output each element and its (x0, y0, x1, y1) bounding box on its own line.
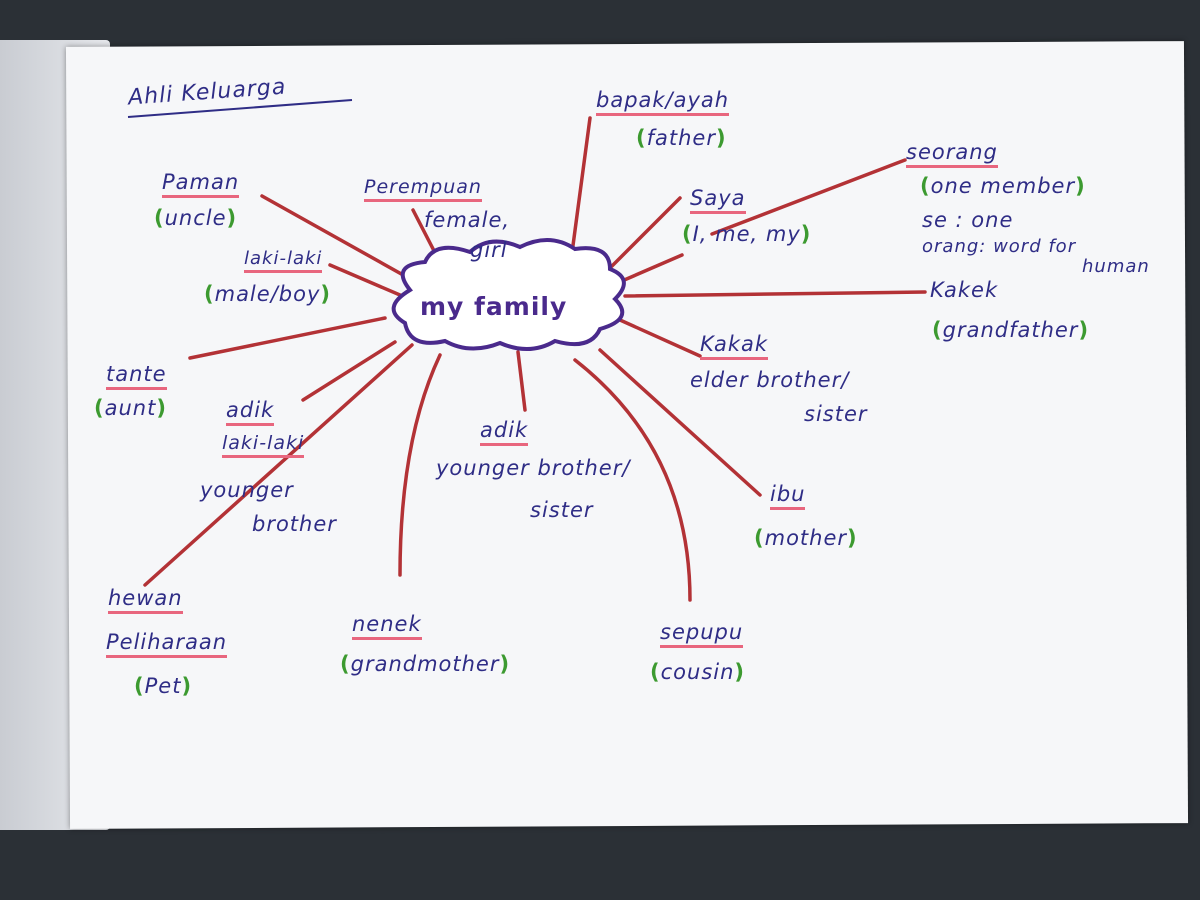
word-hewan: hewan (108, 586, 183, 614)
word-adik: adik (480, 418, 529, 446)
line-adik-laki-laki (301, 340, 397, 402)
word-tante: tante (106, 362, 167, 390)
line-nenek (398, 353, 442, 577)
line-saya-2 (613, 253, 684, 286)
title-underline (127, 99, 353, 118)
word-seorang: seorang (906, 140, 998, 168)
word-ibu: ibu (770, 482, 806, 510)
word-paman: Paman (162, 170, 240, 198)
note-human: human (1082, 256, 1150, 277)
line-tante (188, 316, 387, 360)
meaning-tante: aunt (94, 396, 167, 420)
note-orang: orang: word for (922, 236, 1077, 257)
meaning-kakak-1: elder brother/ (690, 368, 850, 392)
line-kakek (623, 290, 927, 298)
word-adik-laki-1: adik (226, 398, 275, 426)
meaning-adik-2: sister (530, 498, 594, 522)
line-adik (516, 350, 527, 412)
line-laki-laki (328, 263, 402, 297)
line-kakak (618, 318, 702, 358)
line-saya (606, 196, 682, 272)
meaning-hewan: Pet (134, 674, 192, 698)
note-se: se : one (922, 208, 1014, 232)
meaning-kakak-2: sister (804, 402, 868, 426)
word-saya: Saya (690, 186, 746, 214)
word-kakak: Kakak (700, 332, 769, 360)
meaning-adik-laki-1: younger (200, 478, 294, 502)
word-kakek: Kakek (930, 278, 999, 302)
word-bapak: bapak/ayah (596, 88, 730, 116)
word-laki-laki: laki-laki (244, 248, 323, 273)
meaning-perempuan-1: female, (424, 208, 511, 232)
meaning-ibu: mother (754, 526, 858, 550)
word-sepupu: sepupu (660, 620, 744, 648)
meaning-perempuan-2: girl (470, 238, 508, 262)
meaning-saya: I, me, my (682, 222, 811, 246)
line-bapak (568, 116, 592, 270)
meaning-paman: uncle (154, 206, 237, 230)
cloud-shape (391, 238, 626, 351)
word-peliharaan: Peliharaan (106, 630, 228, 658)
meaning-bapak: father (636, 126, 727, 150)
meaning-adik-1: younger brother/ (436, 456, 631, 480)
word-perempuan: Perempuan (364, 176, 482, 202)
meaning-sepupu: cousin (650, 660, 745, 684)
line-hewan (143, 343, 414, 587)
meaning-adik-laki-2: brother (252, 512, 337, 536)
line-ibu (598, 348, 762, 497)
meaning-kakek: grandfather (932, 318, 1089, 342)
meaning-seorang: one member (920, 174, 1086, 198)
word-nenek: nenek (352, 612, 422, 640)
line-sepupu (573, 358, 692, 602)
meaning-laki-laki: male/boy (204, 282, 331, 306)
word-adik-laki-2: laki-laki (222, 432, 305, 458)
center-label: my family (420, 292, 568, 321)
meaning-nenek: grandmother (340, 652, 510, 676)
